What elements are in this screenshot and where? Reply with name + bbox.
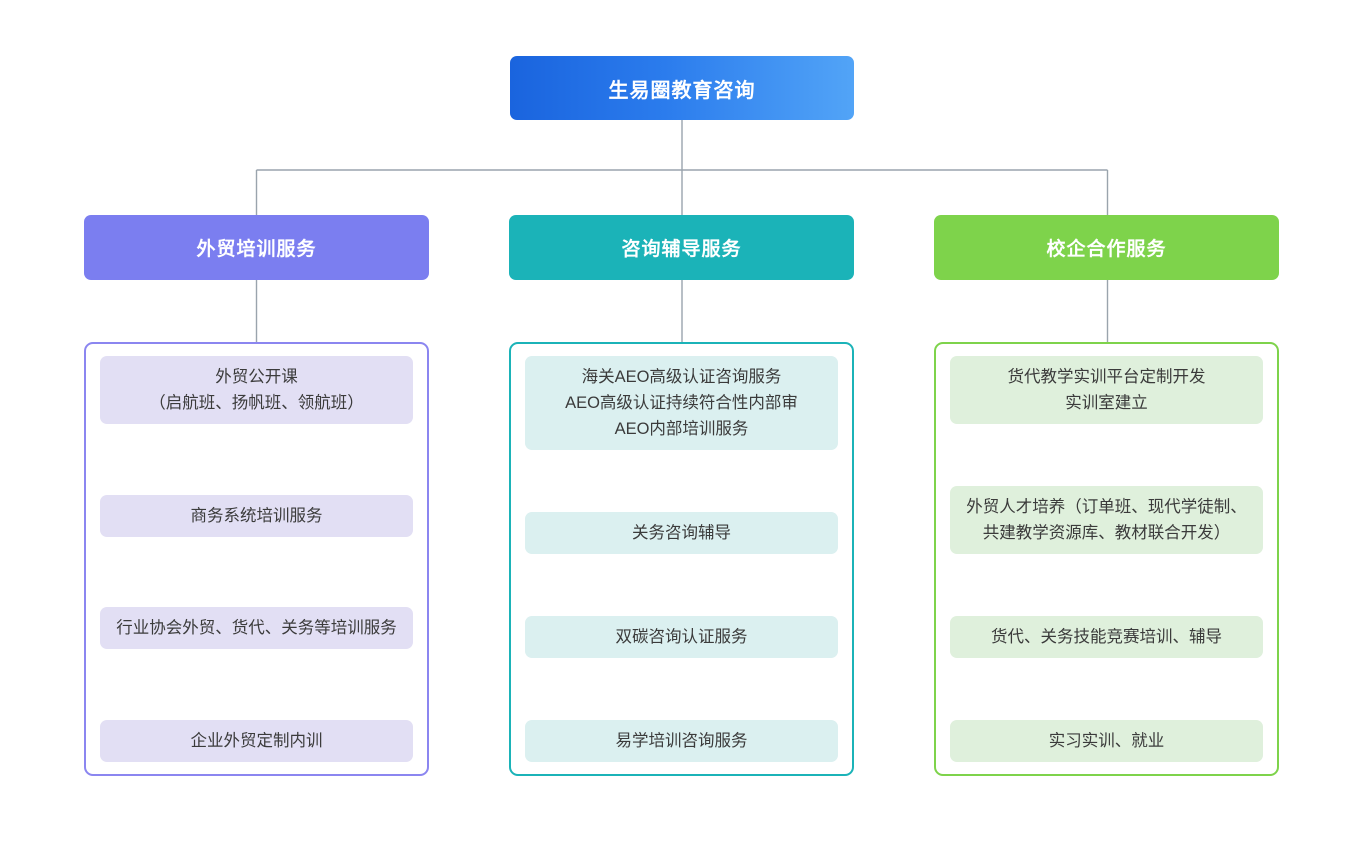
branch-header-label: 校企合作服务: [1046, 239, 1167, 260]
branch-column-foreign-trade-training: 外贸培训服务 外贸公开课 （启航班、扬帆班、领航班） 商务系统培训服务 行业协会…: [84, 215, 429, 776]
child-card-line: 商务系统培训服务: [190, 506, 323, 525]
child-card[interactable]: 双碳咨询认证服务: [525, 616, 838, 658]
child-container-school-enterprise-cooperation: 货代教学实训平台定制开发 实训室建立 外贸人才培养（订单班、现代学徒制、共建教学…: [934, 342, 1279, 776]
child-card[interactable]: 海关AEO高级认证咨询服务 AEO高级认证持续符合性内部审 AEO内部培训服务: [525, 356, 838, 450]
branch-column-school-enterprise-cooperation: 校企合作服务 货代教学实训平台定制开发 实训室建立 外贸人才培养（订单班、现代学…: [934, 215, 1279, 776]
child-card[interactable]: 易学培训咨询服务: [525, 720, 838, 762]
child-card-line: 外贸人才培养（订单班、现代学徒制、共建教学资源库、教材联合开发）: [966, 498, 1247, 542]
child-card-line: 实习实训、就业: [1048, 732, 1165, 750]
child-card[interactable]: 货代教学实训平台定制开发 实训室建立: [950, 356, 1263, 424]
child-card-line: （启航班、扬帆班、领航班）: [149, 394, 364, 412]
branch-header-foreign-trade-training[interactable]: 外贸培训服务: [84, 215, 429, 280]
root-node[interactable]: 生易圈教育咨询: [510, 56, 854, 120]
child-card[interactable]: 关务咨询辅导: [525, 512, 838, 554]
branch-header-school-enterprise-cooperation[interactable]: 校企合作服务: [934, 215, 1279, 280]
child-card-line: 易学培训咨询服务: [615, 732, 748, 750]
child-card-line: 行业协会外贸、货代、关务等培训服务: [116, 619, 397, 638]
child-card-line: 企业外贸定制内训: [190, 731, 323, 750]
child-card[interactable]: 外贸人才培养（订单班、现代学徒制、共建教学资源库、教材联合开发）: [950, 486, 1263, 554]
child-card-line: 关务咨询辅导: [632, 524, 731, 542]
child-card[interactable]: 企业外贸定制内训: [100, 719, 413, 762]
child-card-line: 海关AEO高级认证咨询服务: [581, 368, 782, 386]
child-card[interactable]: 行业协会外贸、货代、关务等培训服务: [100, 607, 413, 650]
child-card-line: AEO内部培训服务: [614, 420, 749, 438]
child-card-line: 外贸公开课: [215, 368, 298, 386]
child-card[interactable]: 实习实训、就业: [950, 720, 1263, 762]
child-card-line: 实训室建立: [1065, 394, 1148, 412]
child-card-line: AEO高级认证持续符合性内部审: [565, 394, 798, 412]
child-container-foreign-trade-training: 外贸公开课 （启航班、扬帆班、领航班） 商务系统培训服务 行业协会外贸、货代、关…: [84, 342, 429, 776]
child-card[interactable]: 商务系统培训服务: [100, 494, 413, 537]
branch-column-consulting-tutoring: 咨询辅导服务 海关AEO高级认证咨询服务 AEO高级认证持续符合性内部审 AEO…: [509, 215, 854, 776]
child-card[interactable]: 外贸公开课 （启航班、扬帆班、领航班）: [100, 356, 413, 424]
child-card-line: 双碳咨询认证服务: [615, 628, 748, 646]
branch-header-label: 咨询辅导服务: [621, 239, 742, 260]
child-card[interactable]: 货代、关务技能竞赛培训、辅导: [950, 616, 1263, 658]
branch-header-consulting-tutoring[interactable]: 咨询辅导服务: [509, 215, 854, 280]
branch-header-label: 外贸培训服务: [196, 239, 317, 260]
child-card-line: 货代教学实训平台定制开发: [1007, 368, 1206, 386]
child-card-line: 货代、关务技能竞赛培训、辅导: [991, 628, 1222, 646]
child-container-consulting-tutoring: 海关AEO高级认证咨询服务 AEO高级认证持续符合性内部审 AEO内部培训服务 …: [509, 342, 854, 776]
root-node-label: 生易圈教育咨询: [608, 79, 756, 102]
